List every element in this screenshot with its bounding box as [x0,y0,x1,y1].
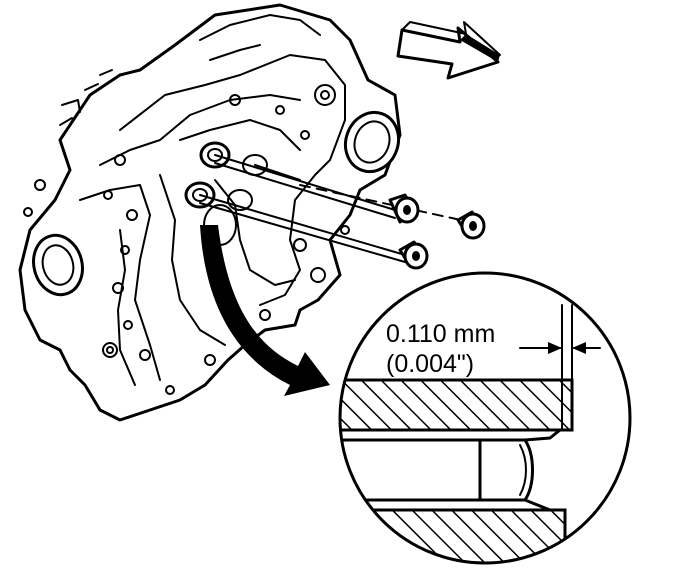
block-arrow-right-icon [396,21,501,80]
bushing-upper [388,193,420,224]
lower-section-hatched [340,508,567,563]
curved-arrow-icon [200,225,330,396]
detail-view-circle: 0.110 mm (0.004") [338,271,632,565]
measurement-mm-label: 0.110 mm [386,320,495,348]
upper-section-hatched [340,378,574,432]
measurement-inch-label: (0.004") [386,350,474,378]
front-cover-casting [18,3,471,422]
bushing-right [456,210,486,240]
bushing-lower [398,240,429,270]
crankshaft-seal-lower [32,233,84,297]
crankshaft-seal-upper [344,110,400,174]
bushings [388,193,486,270]
dimension-arrows [519,342,601,354]
